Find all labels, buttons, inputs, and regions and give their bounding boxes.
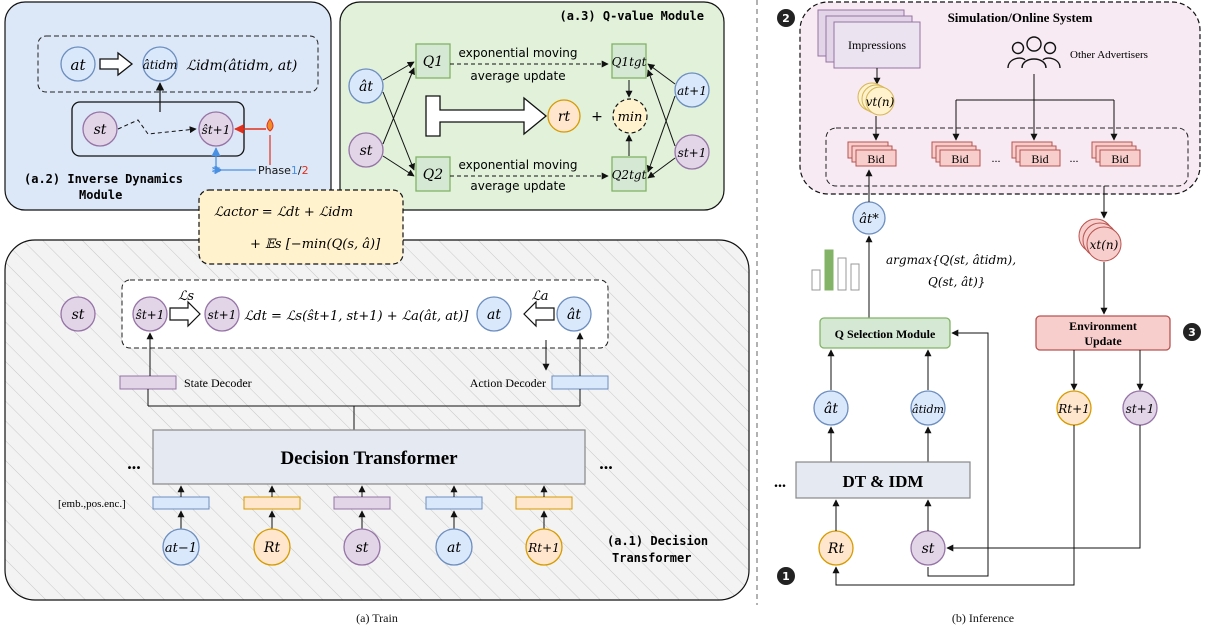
- bid-stack-2: Bid: [931, 141, 981, 167]
- bid-label: Bid: [1031, 152, 1048, 166]
- phase-1: 1: [291, 164, 298, 177]
- node-s-t: st: [922, 541, 935, 557]
- q-value-title: (a.3) Q-value Module: [560, 9, 705, 23]
- bar-chart-icon: [811, 249, 860, 291]
- dt-idm-ellipsis: ...: [774, 474, 786, 491]
- node-a-hat: ât: [359, 79, 373, 95]
- fire-icon: [266, 118, 274, 132]
- q-selection-label: Q Selection Module: [835, 327, 936, 341]
- q1-tgt-label: Q1tgt: [612, 55, 647, 69]
- q2-tgt-label: Q2tgt: [612, 168, 647, 182]
- node-s-next: st+1: [1126, 402, 1155, 416]
- phase-2: 2: [302, 164, 309, 177]
- input-R-next: Rt+1: [527, 541, 560, 555]
- hollow-arrow-right-icon: [169, 300, 201, 328]
- q1-label: Q1: [423, 54, 443, 70]
- node-a-hat-idm: âtidm: [912, 403, 944, 416]
- actor-loss-note: ℒactor = ℒdt + ℒidm + 𝔼s [−min(Q(s, â)]: [198, 189, 404, 265]
- dt-node-a-t: at: [487, 307, 501, 323]
- bid-stack-1: Bid: [847, 141, 897, 167]
- dt-idm-label: DT & IDM: [843, 472, 924, 491]
- phase-label: Phase: [258, 164, 291, 177]
- other-advertisers-icon: [1007, 36, 1061, 69]
- train-caption: (a) Train: [356, 611, 398, 625]
- ema-top-line1: exponential moving: [458, 46, 577, 60]
- node-R-t: Rt: [827, 541, 845, 557]
- node-a-hat-idm: âtidm: [143, 58, 178, 72]
- embedding-label: [emb.,pos.enc.]: [58, 498, 126, 510]
- node-a-t: at: [71, 56, 87, 74]
- bid-ellipsis-2: ...: [1070, 151, 1079, 165]
- step-2-badge: 2: [782, 12, 790, 25]
- inference-caption: (b) Inference: [952, 611, 1014, 625]
- transformer-label: Decision Transformer: [280, 448, 458, 469]
- loss-a-label: ℒa: [531, 289, 548, 304]
- dt-node-s-next: st+1: [208, 308, 237, 322]
- node-s-t: st: [94, 122, 107, 138]
- ema-bottom-line1: exponential moving: [458, 158, 577, 172]
- loss-s-label: ℒs: [178, 289, 194, 304]
- bid-label: Bid: [1111, 152, 1128, 166]
- dt-title-line1: (a.1) Decision: [607, 534, 708, 548]
- env-update-line1: Environment: [1069, 319, 1137, 333]
- bid-label: Bid: [951, 152, 968, 166]
- env-update-line2: Update: [1084, 334, 1122, 348]
- input-a-t: at: [447, 540, 461, 556]
- other-advertisers-label: Other Advertisers: [1070, 49, 1148, 61]
- phase-sep: /: [298, 164, 302, 177]
- ellipsis-left: ...: [127, 453, 141, 473]
- step-3-badge: 3: [1188, 326, 1196, 339]
- hollow-arrow-right-icon: [425, 95, 548, 137]
- node-s-t: st: [360, 143, 373, 159]
- dt-loss: ℒdt = ℒs(ŝt+1, st+1) + ℒa(ât, at)]: [244, 309, 469, 324]
- input-a-prev: at−1: [165, 541, 197, 556]
- action-decoder-label: Action Decoder: [470, 376, 546, 390]
- q2-label: Q2: [423, 167, 443, 183]
- snowflake-icon: ❄: [211, 163, 221, 177]
- bid-stack-3: Bid: [1011, 141, 1061, 167]
- step-1-badge: 1: [782, 570, 790, 583]
- argmax-line2: Q(st, ât)}: [928, 275, 985, 289]
- decision-transformer-panel: st ŝt+1 ℒs st+1 ℒdt = ℒs(ŝt+1, st+1) + ℒ…: [4, 239, 750, 601]
- dt-node-s-t: st: [72, 307, 85, 323]
- dt-node-s-hat-next: ŝt+1: [136, 308, 165, 322]
- bid-label: Bid: [867, 152, 884, 166]
- node-a-hat: ât: [824, 401, 838, 417]
- dt-title-line2: Transformer: [612, 551, 691, 565]
- svg-text:Phase1/2: Phase1/2: [258, 164, 309, 177]
- input-s-t: st: [356, 540, 369, 556]
- node-a-next: at+1: [677, 84, 707, 98]
- idm-title-line2: Module: [79, 188, 122, 202]
- plus-sign: +: [591, 109, 603, 125]
- actor-loss-line1: ℒactor = ℒdt + ℒidm: [214, 205, 353, 220]
- idm-loss: ℒidm(âtidm, at): [186, 58, 297, 74]
- min-node: min: [618, 110, 643, 125]
- state-decoder-label: State Decoder: [184, 376, 252, 390]
- impressions-label: Impressions: [848, 38, 906, 52]
- node-s-hat-next: ŝt+1: [202, 123, 231, 137]
- sim-title: Simulation/Online System: [948, 10, 1093, 25]
- ema-top-line2: average update: [470, 69, 565, 83]
- idm-title-line1: (a.2) Inverse Dynamics: [24, 172, 183, 186]
- argmax-line1: argmax{Q(st, âtidm),: [886, 253, 1016, 267]
- ema-bottom-line2: average update: [470, 179, 565, 193]
- hollow-arrow-left-icon: [523, 300, 555, 328]
- bid-ellipsis-1: ...: [992, 151, 1001, 165]
- reward-node: rt: [558, 109, 571, 125]
- inference-panel: 2 Simulation/Online System Impressions v…: [774, 1, 1201, 586]
- node-a-star: ât*: [859, 212, 879, 227]
- node-R-next: Rt+1: [1057, 402, 1090, 416]
- input-R-t: Rt: [263, 540, 281, 556]
- ellipsis-right: ...: [599, 453, 613, 473]
- hollow-arrow-left-icon: [99, 51, 134, 77]
- bid-stack-4: Bid: [1091, 141, 1141, 167]
- actor-loss-line2: + 𝔼s [−min(Q(s, â)]: [250, 237, 381, 252]
- node-v: vt(n): [866, 95, 895, 109]
- q-value-panel: (a.3) Q-value Module ât st Q1 Q2 exponen…: [339, 1, 725, 211]
- node-s-next: st+1: [678, 146, 707, 160]
- node-x: xt(n): [1090, 238, 1119, 252]
- dt-node-a-hat: ât: [567, 307, 581, 323]
- inverse-dynamics-panel: at âtidm ℒidm(âtidm, at) st ŝt+1 ❄ Phase…: [4, 1, 332, 211]
